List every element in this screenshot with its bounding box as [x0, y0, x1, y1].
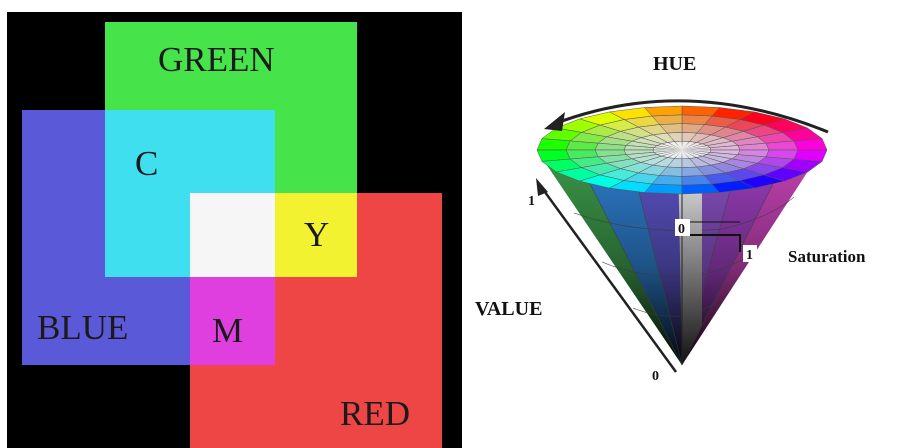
- saturation-axis: [682, 234, 741, 252]
- value-label: VALUE: [475, 298, 542, 320]
- hue-arrowhead: [544, 112, 565, 131]
- cyan-label: C: [135, 144, 159, 183]
- value-min-label: 0: [652, 369, 659, 384]
- green-label: GREEN: [158, 40, 275, 79]
- saturation-min-marker: [675, 219, 690, 236]
- cone-body: [540, 145, 825, 366]
- saturation-label: Saturation: [788, 247, 866, 266]
- red-label: RED: [340, 394, 410, 433]
- value-arrowhead: [536, 178, 548, 196]
- hue-disc-cell: [793, 149, 828, 162]
- hue-label: HUE: [653, 53, 696, 75]
- magenta-region: [190, 277, 275, 365]
- yellow-label: Y: [304, 215, 330, 254]
- saturation-min-label: 0: [678, 222, 685, 237]
- value-axis-arrow: [540, 187, 678, 373]
- hue-disc-center: [652, 141, 712, 159]
- saturation-max-marker: [743, 245, 757, 262]
- white-region: [190, 193, 275, 277]
- blue-label: BLUE: [37, 308, 129, 347]
- rgb-additive-diagram: GREEN C Y BLUE M RED: [7, 12, 462, 448]
- hue-arc-arrow: [553, 99, 829, 134]
- yellow-region: [275, 193, 357, 277]
- hsv-cone-diagram: HUE VALUE Saturation 1 0 0 1: [475, 53, 866, 384]
- saturation-max-label: 1: [746, 248, 753, 263]
- hue-disc: [536, 105, 828, 195]
- value-max-label: 1: [528, 194, 535, 209]
- hue-disc-cell: [536, 138, 571, 151]
- magenta-label: M: [212, 311, 244, 350]
